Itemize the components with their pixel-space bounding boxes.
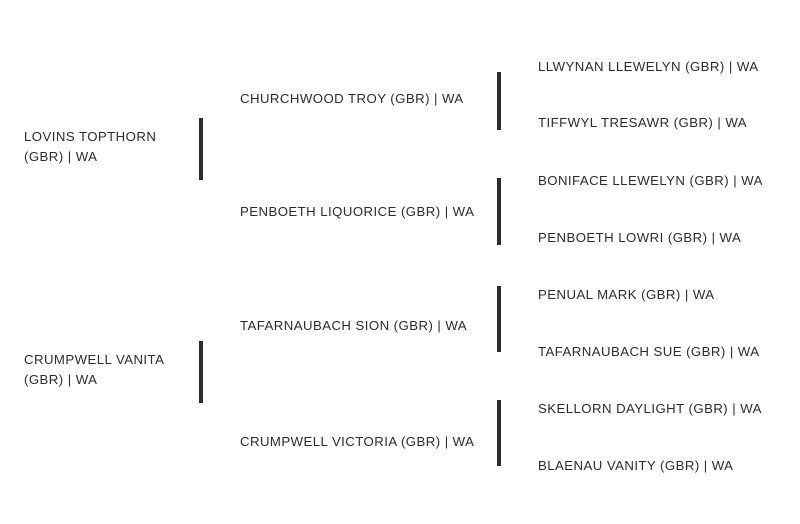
pedigree-node-gen2-3[interactable]: TAFARNAUBACH SION (GBR) | WA: [240, 318, 468, 333]
pedigree-node-gen3-7[interactable]: SKELLORN DAYLIGHT (GBR) | WA: [538, 401, 762, 416]
connector-bracket-gen2-4: [497, 400, 501, 466]
pedigree-node-gen3-4[interactable]: PENBOETH LOWRI (GBR) | WA: [538, 230, 742, 245]
pedigree-node-gen1-2[interactable]: CRUMPWELL VANITA (GBR) | WA: [24, 352, 165, 387]
connector-bracket-gen2-1: [497, 72, 501, 130]
pedigree-node-gen2-2[interactable]: PENBOETH LIQUORICE (GBR) | WA: [240, 204, 475, 219]
pedigree-node-gen3-1[interactable]: LLWYNAN LLEWELYN (GBR) | WA: [538, 59, 759, 74]
pedigree-node-gen1-1[interactable]: LOVINS TOPTHORN (GBR) | WA: [24, 129, 157, 164]
pedigree-node-gen3-5[interactable]: PENUAL MARK (GBR) | WA: [538, 287, 715, 302]
pedigree-node-gen3-6[interactable]: TAFARNAUBACH SUE (GBR) | WA: [538, 344, 760, 359]
pedigree-node-gen2-1[interactable]: CHURCHWOOD TROY (GBR) | WA: [240, 91, 464, 106]
pedigree-node-gen3-8[interactable]: BLAENAU VANITY (GBR) | WA: [538, 458, 734, 473]
connector-bracket-gen2-2: [497, 178, 501, 245]
connector-bracket-gen2-3: [497, 286, 501, 352]
pedigree-node-gen3-3[interactable]: BONIFACE LLEWELYN (GBR) | WA: [538, 173, 763, 188]
connector-bracket-gen1-2: [199, 341, 203, 403]
connector-bracket-gen1-1: [199, 118, 203, 180]
pedigree-node-gen3-2[interactable]: TIFFWYL TRESAWR (GBR) | WA: [538, 115, 748, 130]
pedigree-node-gen2-4[interactable]: CRUMPWELL VICTORIA (GBR) | WA: [240, 434, 475, 449]
